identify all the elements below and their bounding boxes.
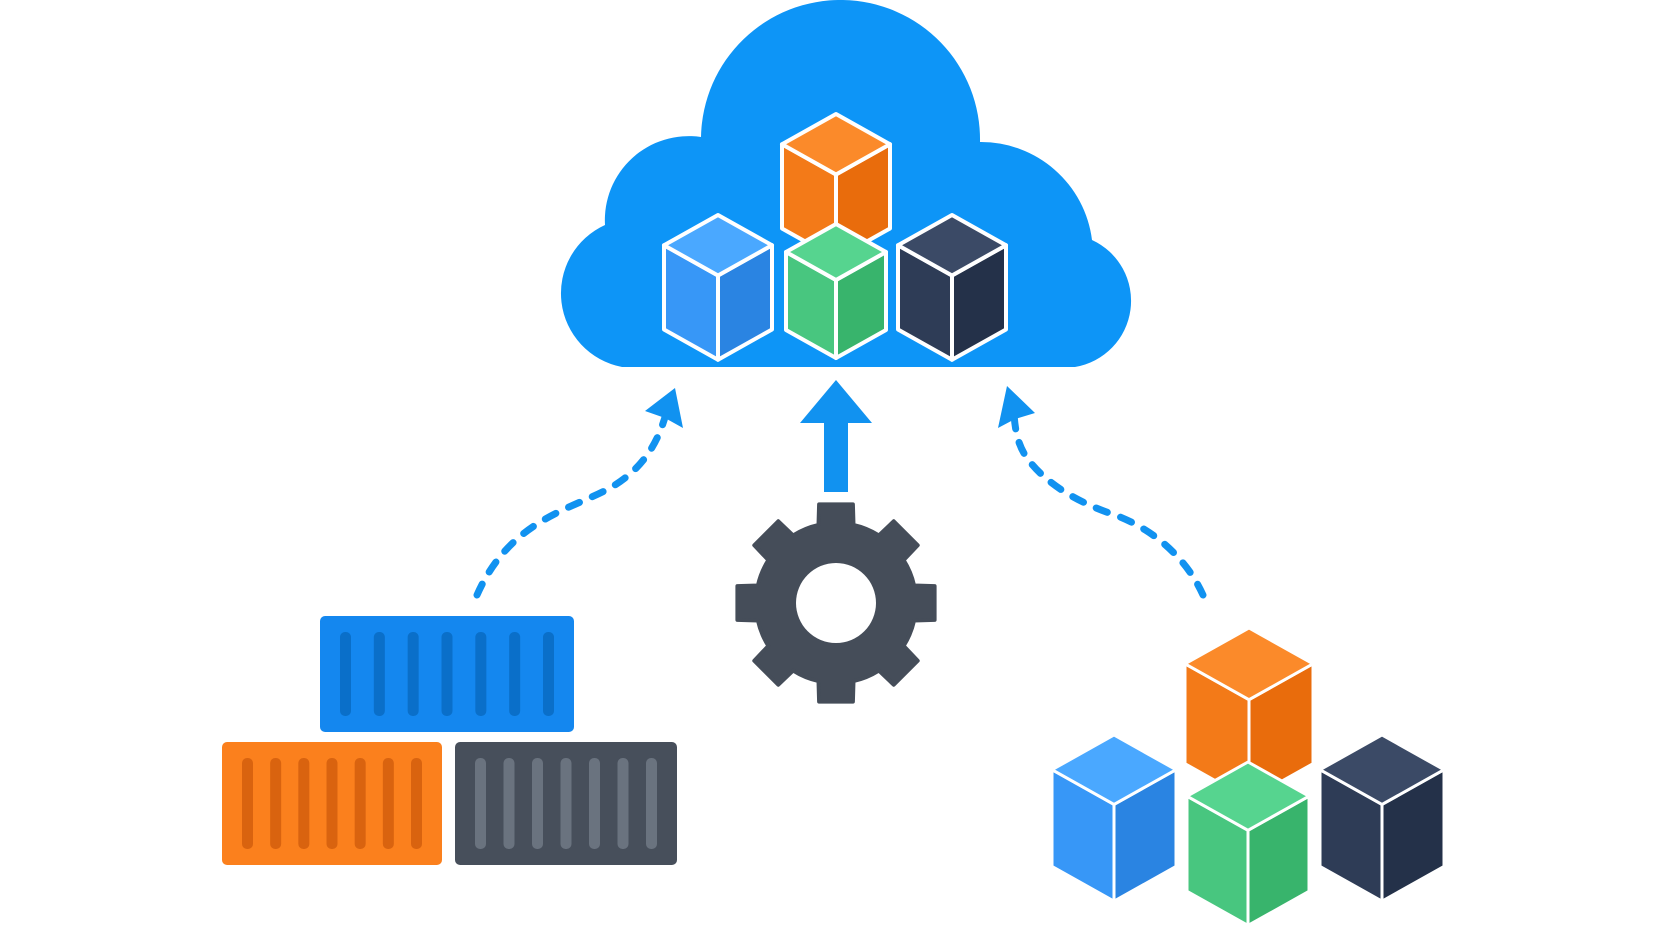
cloud-icon: [560, 0, 1132, 367]
dashed-arrow-left: [473, 396, 673, 599]
cube-icon: [784, 222, 888, 360]
arrow-up-icon: [998, 386, 1035, 428]
container-rib: [242, 758, 253, 849]
container-rib: [411, 758, 422, 849]
cube-icon: [1050, 733, 1178, 903]
cube-top-face: [780, 112, 892, 177]
container-rib: [354, 758, 366, 849]
dashed-arrow-right: [1010, 410, 1207, 599]
container-rib: [407, 632, 419, 716]
arrow-up-icon: [645, 388, 683, 428]
cube-top-face: [1185, 760, 1311, 832]
container-rib: [543, 632, 554, 716]
container-rib: [441, 632, 453, 716]
cube-top-face: [896, 213, 1008, 278]
container-rib: [475, 632, 487, 716]
container-rib: [270, 758, 282, 849]
shipping-container-icon: [455, 742, 677, 865]
container-rib: [475, 758, 486, 849]
container-rib: [617, 758, 629, 849]
gear-hole: [796, 563, 876, 643]
container-rib: [532, 758, 543, 849]
cube-stack: [1050, 626, 1446, 927]
shipping-container-icon: [320, 616, 574, 732]
container-rib: [560, 758, 572, 849]
cube-icon: [1185, 760, 1311, 927]
container-rib: [298, 758, 310, 849]
arrow-up-icon: [800, 380, 872, 423]
solid-arrow-shaft: [824, 420, 848, 492]
cube-top-face: [1183, 626, 1315, 702]
container-rib: [646, 758, 657, 849]
shipping-container-icon: [222, 742, 442, 865]
container-rib: [509, 632, 521, 716]
container-rib: [382, 758, 394, 849]
cloud-cube-cluster: [662, 112, 1008, 362]
cube-top-face: [1318, 733, 1446, 806]
cube-icon: [662, 213, 774, 362]
cube-top-face: [1050, 733, 1178, 806]
arrows-group: [473, 380, 1207, 599]
cube-icon: [1318, 733, 1446, 903]
container-rib: [589, 758, 600, 849]
container-rib: [340, 632, 351, 716]
gear-icon: [735, 502, 937, 704]
cube-icon: [896, 213, 1008, 362]
cube-top-face: [784, 222, 888, 282]
shipping-container-icon: [222, 616, 677, 865]
cube-top-face: [662, 213, 774, 278]
container-rib: [503, 758, 515, 849]
container-rib: [373, 632, 385, 716]
container-rib: [326, 758, 338, 849]
